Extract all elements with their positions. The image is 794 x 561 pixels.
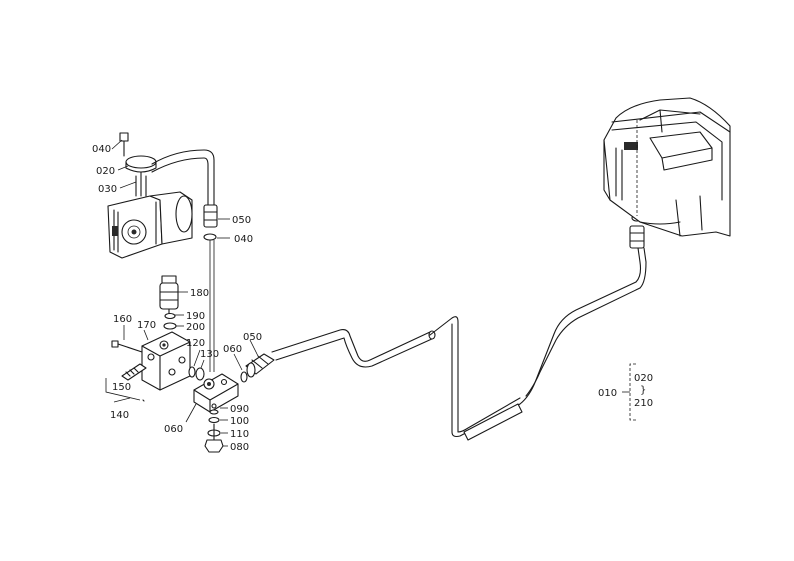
callout-040-top: 040 (92, 144, 111, 155)
pump-delivery-pipe[interactable] (151, 149, 215, 206)
o-ring-060[interactable] (240, 371, 248, 383)
callout-020-group: 020 (634, 373, 653, 384)
upper-o-ring[interactable] (203, 233, 217, 241)
tank-fitting[interactable] (629, 214, 645, 249)
callout-060-small: 060 (223, 344, 242, 355)
dot-marker (142, 399, 145, 402)
seal-190[interactable] (164, 312, 176, 320)
callout-190: 190 (186, 311, 205, 322)
hydraulic-tank[interactable] (603, 97, 731, 237)
callout-160: 160 (113, 314, 132, 325)
callout-040-mid: 040 (234, 234, 253, 245)
leader-lines (105, 139, 630, 447)
washer-130[interactable] (195, 367, 205, 381)
callout-090: 090 (230, 404, 249, 415)
relief-valve[interactable] (159, 275, 179, 319)
callout-170: 170 (137, 320, 156, 331)
washer-120[interactable] (188, 366, 196, 378)
callout-150: 150 (112, 382, 131, 393)
callout-130: 130 (200, 349, 219, 360)
group-bracket (629, 363, 636, 421)
valve-block-upper[interactable] (141, 331, 191, 391)
callout-010: 010 (598, 388, 617, 399)
return-pipe[interactable] (271, 247, 647, 441)
flange-bolt[interactable] (119, 132, 129, 157)
seal-200[interactable] (163, 322, 177, 330)
outlet-flange[interactable] (125, 155, 157, 197)
callout-210: 210 (634, 398, 653, 409)
right-union-fitting[interactable] (245, 353, 275, 378)
callout-120: 120 (186, 338, 205, 349)
callout-140: 140 (110, 410, 129, 421)
callout-020: 020 (96, 166, 115, 177)
callout-110: 110 (230, 429, 249, 440)
callout-050-upper: 050 (232, 215, 251, 226)
upper-union-fitting[interactable] (203, 204, 218, 228)
seal-100[interactable] (208, 416, 220, 424)
callout-group-tilde: } (640, 385, 646, 396)
valve-block-lower[interactable] (193, 373, 239, 413)
callout-030: 030 (98, 184, 117, 195)
callout-080: 080 (230, 442, 249, 453)
callout-050-right: 050 (243, 332, 262, 343)
pressure-line[interactable] (209, 240, 215, 372)
callout-100: 100 (230, 416, 249, 427)
callout-060-block: 060 (164, 424, 183, 435)
adjuster-150[interactable] (121, 363, 147, 381)
mounting-bolt-160[interactable] (111, 340, 143, 353)
callout-180: 180 (190, 288, 209, 299)
hydraulic-pump[interactable] (107, 191, 193, 259)
plug-080[interactable] (204, 423, 224, 453)
callout-200: 200 (186, 322, 205, 333)
seal-090[interactable] (209, 409, 219, 415)
